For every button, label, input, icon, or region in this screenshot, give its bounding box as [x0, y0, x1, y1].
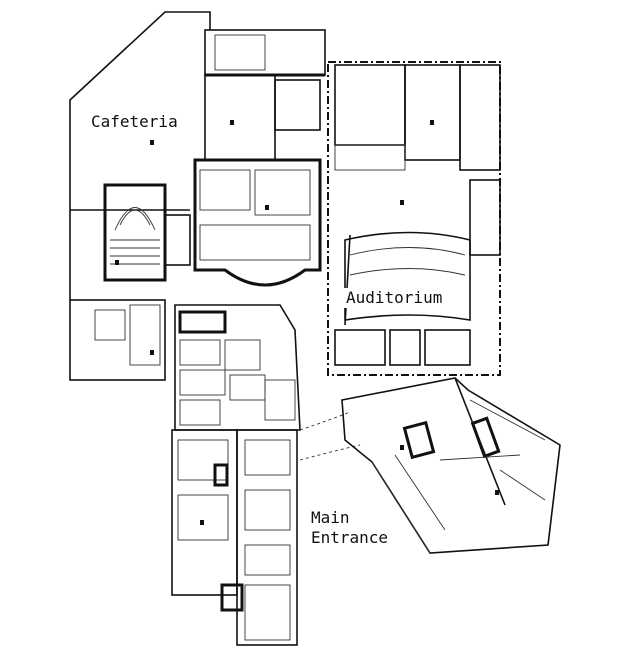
door-marks — [115, 120, 499, 525]
central-block — [193, 158, 322, 287]
entrance-walkway — [299, 411, 361, 461]
south-wing — [171, 429, 298, 646]
auditorium-block — [327, 61, 501, 376]
cafeteria-label: Cafeteria — [91, 112, 178, 131]
stair-hall — [103, 183, 191, 282]
left-lower-wing — [69, 299, 301, 431]
entrance-wing — [341, 377, 561, 554]
main-entrance-label-line1: Main — [311, 508, 350, 527]
auditorium-label: Auditorium — [344, 288, 445, 308]
main-entrance-label-line2: Entrance — [311, 528, 389, 547]
cafeteria-wing — [69, 11, 326, 300]
